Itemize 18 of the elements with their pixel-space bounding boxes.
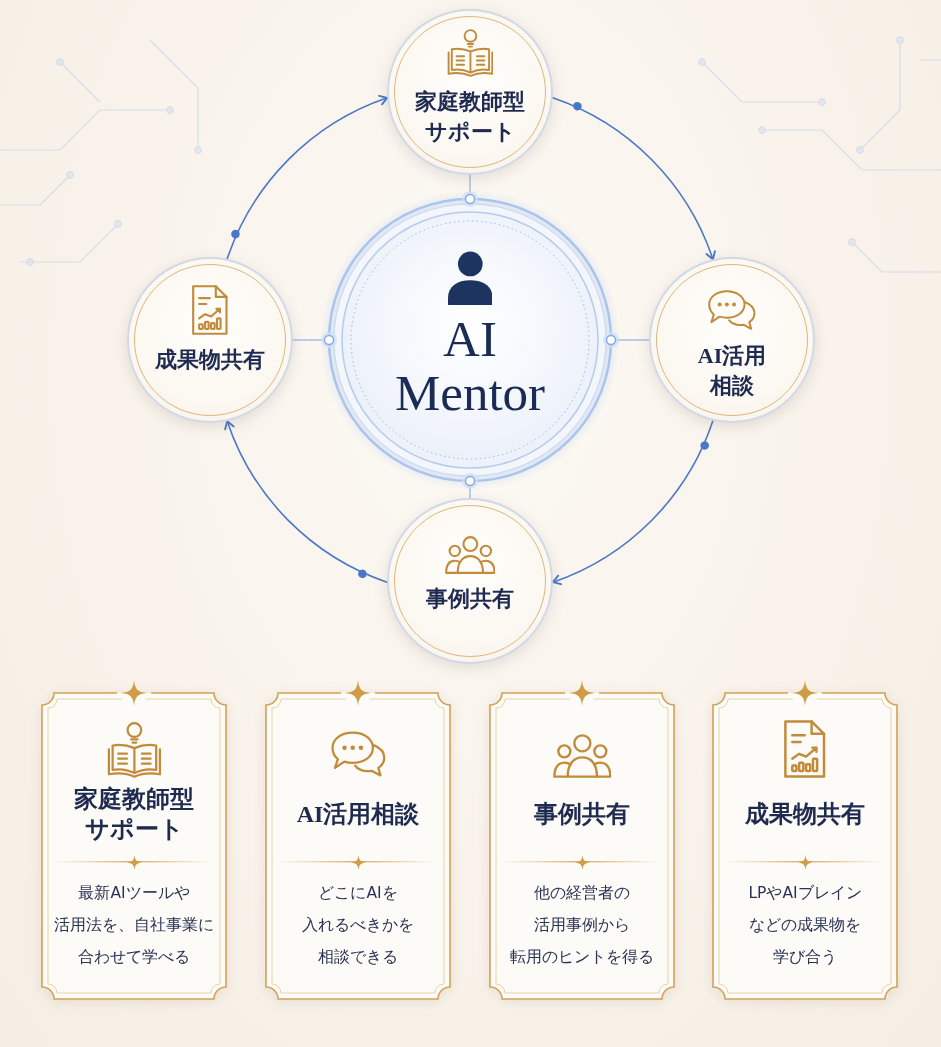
circle-label: AI活用相談	[697, 342, 767, 400]
card-title: 成果物共有	[745, 800, 865, 829]
card-title: 家庭教師型サポート	[74, 785, 194, 844]
card-description: 最新AIツールや活用法を、自社事業に合わせて学べる	[54, 883, 214, 968]
circle-label: 事例共有	[426, 585, 514, 613]
card-title: AI活用相談	[296, 800, 420, 829]
hub-title: AI Mentor	[393, 312, 547, 420]
arrow	[552, 97, 716, 261]
circle-label: 家庭教師型サポート	[415, 88, 525, 146]
arrow	[226, 95, 389, 260]
card-description: どこにAIを入れるべきかを相談できる	[302, 883, 414, 968]
card-description: LPやAIブレインなどの成果物を学び合う	[748, 883, 862, 968]
hub-circle	[320, 190, 620, 490]
arrow	[552, 420, 714, 585]
circle-label: 成果物共有	[155, 346, 265, 374]
card-title: 事例共有	[534, 800, 630, 829]
card-description: 他の経営者の活用事例から転用のヒントを得る	[510, 883, 654, 968]
arrow	[224, 420, 388, 583]
